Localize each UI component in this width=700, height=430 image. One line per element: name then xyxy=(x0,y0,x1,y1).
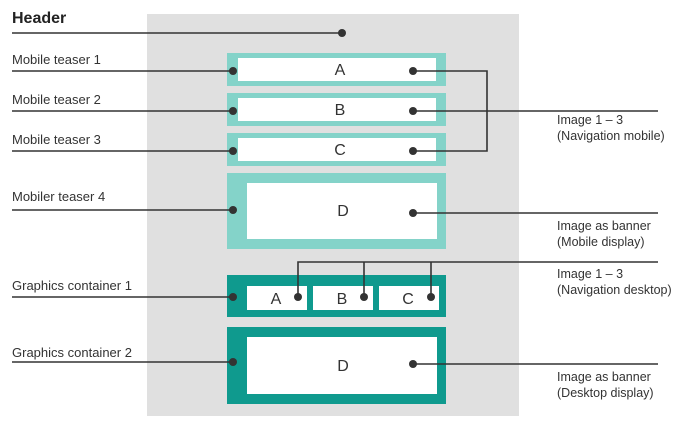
box-label-desktop-b: B xyxy=(337,291,348,308)
dot-teaser-1 xyxy=(229,67,237,75)
note-banner-desktop-line-1: Image as banner xyxy=(557,370,651,384)
dot-teaser-3 xyxy=(229,147,237,155)
dot-image-b-mobile xyxy=(409,107,417,115)
note-banner-desktop: Image as banner (Desktop display) xyxy=(557,369,654,401)
box-label-teaser-c: C xyxy=(334,142,346,159)
graphics-container-2-image xyxy=(247,337,437,394)
label-mobile-teaser-2: Mobile teaser 2 xyxy=(12,92,101,107)
dot-image-b-desktop xyxy=(360,293,368,301)
note-nav-mobile-line-2: (Navigation mobile) xyxy=(557,129,665,143)
note-nav-mobile-line-1: Image 1 – 3 xyxy=(557,113,624,127)
connector-dots xyxy=(229,29,435,368)
mobile-teaser-4-image xyxy=(247,183,437,239)
dot-image-a-mobile xyxy=(409,67,417,75)
note-nav-mobile: Image 1 – 3 (Navigation mobile) xyxy=(557,112,665,144)
dot-image-c-desktop xyxy=(427,293,435,301)
label-mobile-teaser-1: Mobile teaser 1 xyxy=(12,52,101,67)
dot-teaser-2 xyxy=(229,107,237,115)
label-graphics-container-1: Graphics container 1 xyxy=(12,278,132,293)
connector-lines xyxy=(12,32,658,365)
box-label-teaser-b: B xyxy=(335,102,346,119)
box-label-teaser-a: A xyxy=(335,62,346,79)
note-nav-desktop-line-1: Image 1 – 3 xyxy=(557,267,624,281)
dot-banner-desktop xyxy=(409,360,417,368)
mobile-teaser-3-image xyxy=(238,138,436,161)
dot-image-c-mobile xyxy=(409,147,417,155)
note-nav-desktop: Image 1 – 3 (Navigation desktop) xyxy=(557,266,672,298)
box-label-desktop-d: D xyxy=(337,358,349,375)
dot-image-a-desktop xyxy=(294,293,302,301)
note-banner-mobile-line-1: Image as banner xyxy=(557,219,651,233)
label-mobile-teaser-4: Mobiler teaser 4 xyxy=(12,189,106,204)
dot-teaser-4 xyxy=(229,206,237,214)
dot-graphics-1 xyxy=(229,293,237,301)
box-label-desktop-a: A xyxy=(271,291,282,308)
dot-banner-mobile xyxy=(409,209,417,217)
note-banner-desktop-line-2: (Desktop display) xyxy=(557,386,654,400)
note-nav-desktop-line-2: (Navigation desktop) xyxy=(557,283,672,297)
note-banner-mobile-line-2: (Mobile display) xyxy=(557,235,645,249)
header-title: Header xyxy=(12,10,67,27)
label-mobile-teaser-3: Mobile teaser 3 xyxy=(12,132,101,147)
box-label-teaser-d: D xyxy=(337,203,349,220)
note-banner-mobile: Image as banner (Mobile display) xyxy=(557,218,651,250)
box-label-desktop-c: C xyxy=(402,291,414,308)
dot-header xyxy=(338,29,346,37)
mobile-teaser-1-image xyxy=(238,58,436,81)
mobile-teaser-2-image xyxy=(238,98,436,121)
dot-graphics-2 xyxy=(229,358,237,366)
nav-desktop-connector-a xyxy=(297,261,658,296)
label-graphics-container-2: Graphics container 2 xyxy=(12,345,132,360)
